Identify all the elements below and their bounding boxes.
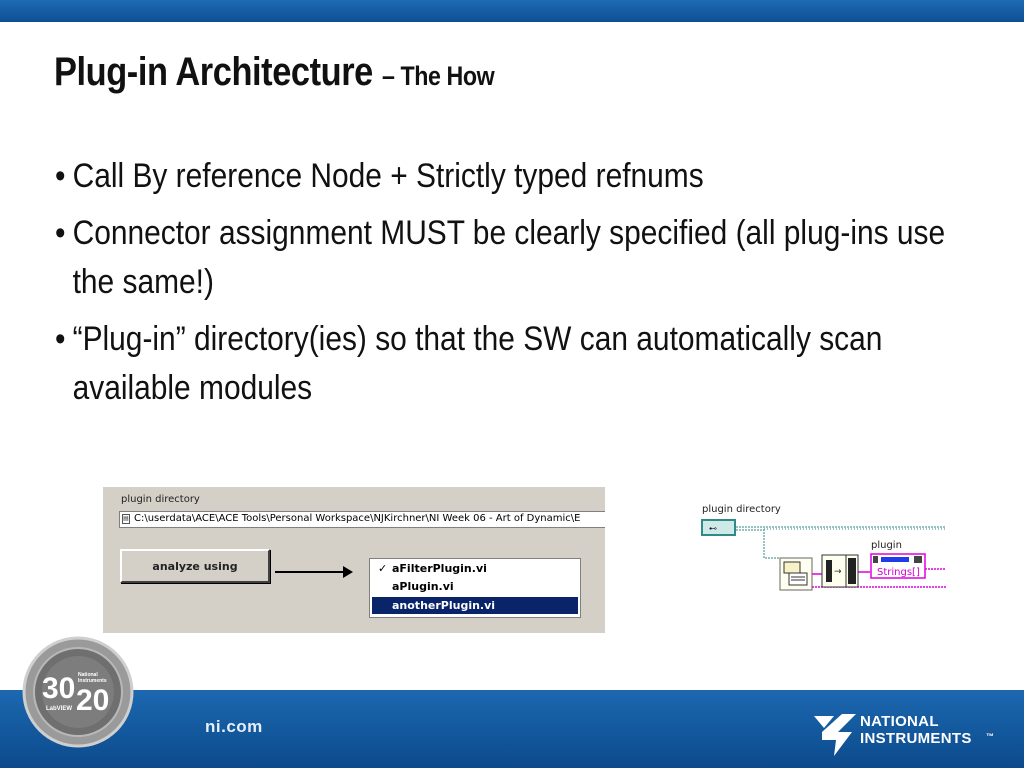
block-diagram-snippet: plugin directory plugin ⊷ xyxy=(700,500,950,600)
plugin-name: anotherPlugin.vi xyxy=(392,599,496,612)
array-node-icon xyxy=(845,554,859,588)
seal-badge-icon xyxy=(22,636,134,748)
trademark-symbol: ™ xyxy=(986,732,995,741)
path-constant-icon: ⊷ xyxy=(701,519,736,536)
bullet-list: Call By reference Node + Strictly typed … xyxy=(55,152,945,421)
top-banner xyxy=(0,0,1024,22)
path-value: C:\userdata\ACE\ACE Tools\Personal Works… xyxy=(134,513,581,524)
footer-url: ni.com xyxy=(205,717,263,736)
brand-line-1: NATIONAL xyxy=(860,713,939,730)
browse-folder-icon[interactable]: ▤ xyxy=(122,514,130,524)
seal-number-left: 30 xyxy=(42,672,76,705)
seal-number-right: 20 xyxy=(76,684,110,717)
arrow-line xyxy=(275,571,345,573)
seal-small-top: National Instruments xyxy=(78,672,107,684)
path-wire xyxy=(736,526,946,559)
plugin-directory-path-field[interactable]: ▤ C:\userdata\ACE\ACE Tools\Personal Wor… xyxy=(119,511,605,528)
footer-bar xyxy=(0,690,1024,768)
anniversary-seal: 30 20 National Instruments LabVIEW xyxy=(22,636,134,748)
bullet-item: Call By reference Node + Strictly typed … xyxy=(55,152,979,201)
plugin-indicator-label: plugin xyxy=(871,540,902,551)
plugin-name: aPlugin.vi xyxy=(392,580,454,593)
strings-array-indicator: Strings[] xyxy=(870,553,926,579)
front-panel-screenshot: plugin directory ▤ C:\userdata\ACE\ACE T… xyxy=(103,487,605,633)
arrow-right-icon xyxy=(343,566,353,578)
strip-path-node-icon: → xyxy=(821,554,847,588)
path-control-label: plugin directory xyxy=(121,494,200,505)
plugin-listbox[interactable]: ✓ aFilterPlugin.vi aPlugin.vi anotherPlu… xyxy=(369,558,581,618)
ni-eagle-icon xyxy=(814,714,856,756)
svg-text:⊷: ⊷ xyxy=(709,524,717,533)
svg-text:→: → xyxy=(834,567,842,577)
plugin-list-item-selected[interactable]: anotherPlugin.vi xyxy=(372,597,578,614)
slide-title: Plug-in Architecture – The How xyxy=(54,50,495,95)
title-main: Plug-in Architecture xyxy=(54,50,373,94)
path-constant-label: plugin directory xyxy=(702,504,781,515)
block-diagram-graphic: ⊷ → xyxy=(701,519,946,591)
check-icon: ✓ xyxy=(378,562,388,575)
seal-small-bottom: LabVIEW xyxy=(46,706,73,712)
title-subtitle: – The How xyxy=(382,61,495,91)
list-folder-node-icon xyxy=(779,557,813,591)
bullet-item: “Plug-in” directory(ies) so that the SW … xyxy=(55,315,979,413)
brand-line-2: INSTRUMENTS xyxy=(860,730,972,747)
bullet-item: Connector assignment MUST be clearly spe… xyxy=(55,209,979,307)
analyze-using-button[interactable]: analyze using xyxy=(120,549,270,583)
plugin-name: aFilterPlugin.vi xyxy=(392,562,487,575)
plugin-list-item[interactable]: aPlugin.vi xyxy=(372,578,578,595)
plugin-list-item[interactable]: ✓ aFilterPlugin.vi xyxy=(372,560,578,577)
ni-logo: NATIONAL INSTRUMENTS ™ xyxy=(812,712,1002,758)
strings-type-label: Strings[] xyxy=(877,567,920,578)
